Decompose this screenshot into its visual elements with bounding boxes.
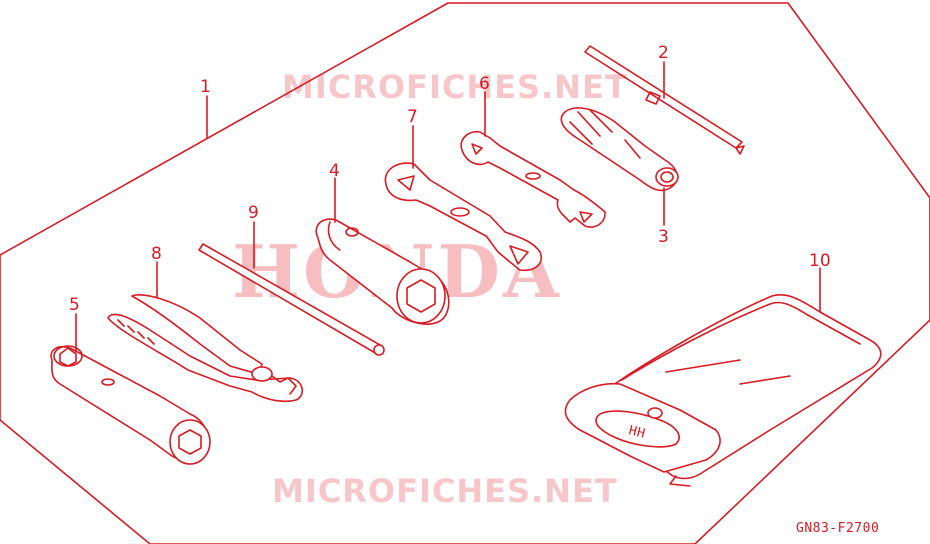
callout-9: 9	[248, 203, 259, 223]
pouch-logo: HH	[627, 423, 647, 442]
callout-5: 5	[69, 295, 80, 315]
callout-10: 10	[809, 251, 831, 271]
callout-1: 1	[200, 77, 211, 97]
part-5-tube-wrench	[50, 345, 211, 465]
callout-7: 7	[407, 107, 418, 127]
part-3-screwdriver-handle	[560, 107, 679, 192]
part-10-tool-bag: HH	[564, 294, 882, 487]
part-7-large-wrench	[384, 162, 542, 272]
part-2-screwdriver-blade	[584, 45, 745, 155]
watermark-top: MICROFICHES.NET	[282, 68, 628, 106]
callout-8: 8	[151, 244, 162, 264]
part-8-pliers	[107, 294, 303, 403]
diagram-code: GN83-F2700	[796, 521, 879, 536]
callout-2: 2	[658, 43, 669, 63]
watermark-bottom: MICROFICHES.NET	[272, 472, 618, 510]
part-6-small-wrench	[460, 130, 606, 228]
part-9-rod	[198, 243, 385, 356]
part-4-plug-socket	[315, 218, 450, 325]
callout-6: 6	[479, 74, 490, 94]
callout-3: 3	[658, 227, 669, 247]
leader-lines	[75, 61, 821, 353]
callout-4: 4	[329, 161, 340, 181]
